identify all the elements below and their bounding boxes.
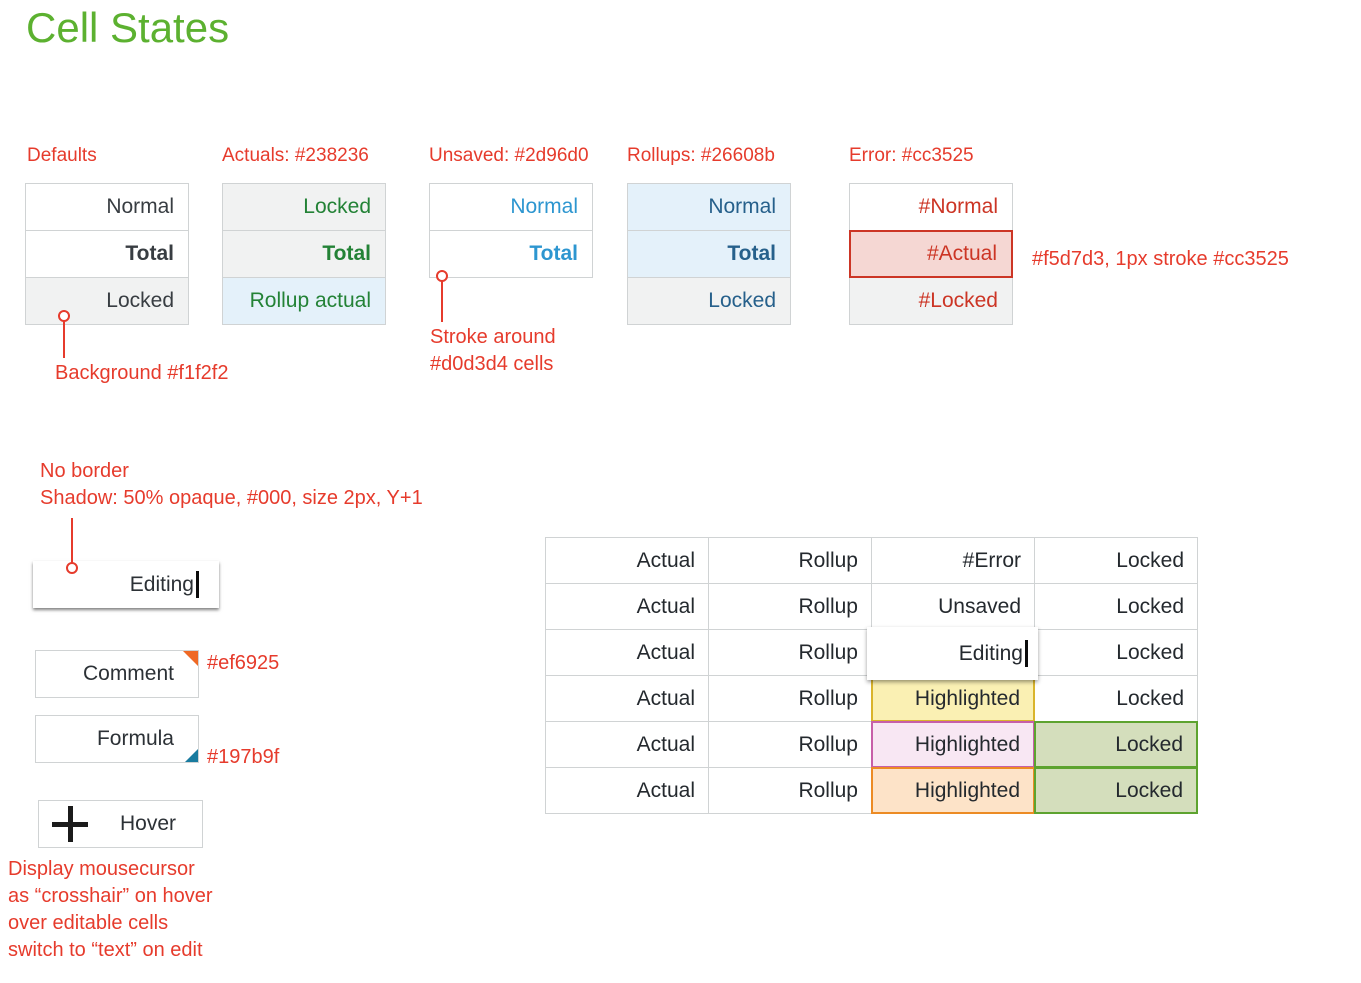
formula-color-note: #197b9f [207,746,280,768]
cursor-note-line4: switch to “text” on edit [8,939,203,961]
matrix-cell-actual: Actual [545,767,709,814]
matrix-row: Actual Rollup Highlighted Locked [545,675,1198,722]
comment-label: Comment [82,662,174,685]
stroke-note: Stroke around #d0d3d4 cells [430,324,556,378]
callout-circle [58,310,70,322]
text-cursor [1025,640,1028,667]
matrix-row: Actual Rollup Unsaved Locked [545,583,1198,630]
error-stack: #Normal #Actual #Locked [849,183,1013,325]
matrix-cell-error: #Error [871,537,1035,584]
callout-line [63,320,65,358]
matrix-editing-label: Editing [958,641,1023,665]
formula-cell-sample: Formula [35,715,199,763]
stroke-note-line2: #d0d3d4 cells [430,353,554,375]
matrix-cell-unsaved: Unsaved [871,583,1035,630]
group-label-unsaved: Unsaved: #2d96d0 [429,145,589,166]
group-label-error: Error: #cc3525 [849,145,974,166]
formula-marker-icon [185,749,198,762]
actuals-rollup-cell: Rollup actual [222,277,386,325]
callout-line [441,280,443,322]
background-note: Background #f1f2f2 [55,362,229,384]
shadow-note-line2: Shadow: 50% opaque, #000, size 2px, Y+1 [40,487,423,509]
error-actual-cell: #Actual [849,230,1013,278]
matrix-cell-actual: Actual [545,537,709,584]
matrix-cell-locked: Locked [1034,537,1198,584]
crosshair-plus-icon [52,806,88,842]
matrix-cell-highlighted-pink: Highlighted [871,721,1035,768]
matrix-cell-editing: Editing [867,627,1038,680]
formula-label: Formula [96,727,174,750]
callout-circle [436,270,448,282]
hover-label: Hover [119,812,176,835]
hover-cell-sample: Hover [38,800,203,848]
matrix-row: Actual Rollup Editing Locked [545,627,1198,680]
matrix-cell-rollup: Rollup [708,583,872,630]
matrix-cell-locked-green: Locked [1034,767,1198,814]
matrix-cell-highlighted-orange: Highlighted [871,767,1035,814]
group-label-rollups: Rollups: #26608b [627,145,775,166]
matrix-cell-actual: Actual [545,583,709,630]
error-style-note: #f5d7d3, 1px stroke #cc3525 [1032,248,1289,270]
matrix-cell-actual: Actual [545,721,709,768]
cursor-behavior-note: Display mousecursor as “crosshair” on ho… [8,856,213,964]
matrix-cell-actual: Actual [545,675,709,722]
rollups-total-cell: Total [627,230,791,278]
shadow-note-line1: No border [40,460,129,482]
comment-marker-icon [183,651,198,666]
matrix-cell-locked: Locked [1034,583,1198,630]
comment-color-note: #ef6925 [207,652,280,674]
text-cursor [196,571,199,598]
cursor-note-line1: Display mousecursor [8,858,195,880]
matrix-row: Actual Rollup Highlighted Locked [545,721,1198,768]
unsaved-normal-cell: Normal [429,183,593,231]
group-label-defaults: Defaults [27,145,97,166]
matrix-cell-rollup: Rollup [708,629,872,676]
callout-line [71,518,73,564]
group-label-actuals: Actuals: #238236 [222,145,369,166]
defaults-total-cell: Total [25,230,189,278]
matrix-editing-overlay: Editing [867,627,1038,680]
matrix-cell-rollup: Rollup [708,675,872,722]
error-normal-cell: #Normal [849,183,1013,231]
defaults-stack: Normal Total Locked [25,183,189,325]
matrix-cell-actual: Actual [545,629,709,676]
matrix-cell-locked: Locked [1034,675,1198,722]
rollups-locked-cell: Locked [627,277,791,325]
actuals-total-cell: Total [222,230,386,278]
actuals-locked-cell: Locked [222,183,386,231]
matrix-cell-rollup: Rollup [708,767,872,814]
matrix-cell-locked: Locked [1034,629,1198,676]
actuals-stack: Locked Total Rollup actual [222,183,386,325]
cell-state-matrix: Actual Rollup #Error Locked Actual Rollu… [545,537,1198,814]
cursor-note-line3: over editable cells [8,912,169,934]
defaults-locked-cell: Locked [25,277,189,325]
rollups-stack: Normal Total Locked [627,183,791,325]
stroke-note-line1: Stroke around [430,326,556,348]
cursor-note-line2: as “crosshair” on hover [8,885,213,907]
error-locked-cell: #Locked [849,277,1013,325]
matrix-cell-rollup: Rollup [708,537,872,584]
matrix-cell-rollup: Rollup [708,721,872,768]
shadow-note: No border Shadow: 50% opaque, #000, size… [40,458,423,512]
matrix-row: Actual Rollup #Error Locked [545,537,1198,584]
comment-cell-sample: Comment [35,650,199,698]
unsaved-stack: Normal Total [429,183,593,278]
editing-cell-sample: Editing [33,561,219,608]
matrix-cell-highlighted-yellow: Highlighted [871,675,1035,722]
matrix-cell-locked-green: Locked [1034,721,1198,768]
unsaved-total-cell: Total [429,230,593,278]
rollups-normal-cell: Normal [627,183,791,231]
callout-circle [66,562,78,574]
matrix-row: Actual Rollup Highlighted Locked [545,767,1198,814]
editing-label: Editing [129,572,194,596]
defaults-normal-cell: Normal [25,183,189,231]
page-title: Cell States [26,4,230,51]
